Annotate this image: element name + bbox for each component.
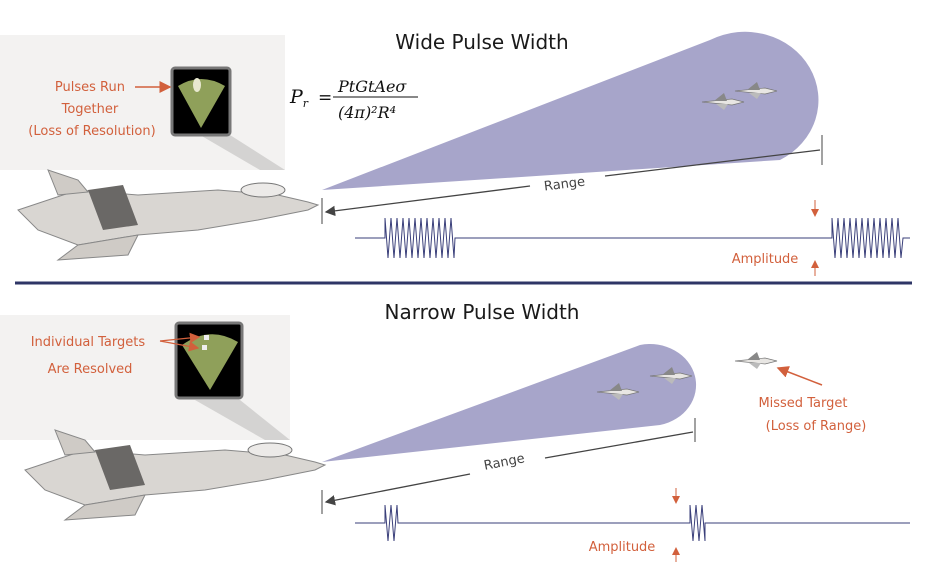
top-range-label: Range — [543, 175, 586, 195]
top-radar-display — [170, 66, 232, 137]
missed-target-plane — [734, 351, 778, 370]
radar-equation: Pr = PtGtAeσ (4π)²R⁴ — [289, 77, 418, 122]
top-title: Wide Pulse Width — [395, 30, 568, 54]
svg-text:=: = — [318, 88, 332, 108]
svg-text:PtGtAeσ: PtGtAeσ — [337, 77, 407, 96]
missed-target-arrow — [776, 366, 823, 386]
bottom-note: Individual Targets Are Resolved — [31, 335, 150, 377]
range-arrow — [544, 431, 694, 459]
top-fighter-jet — [17, 169, 319, 261]
pulse-waveform — [355, 504, 910, 542]
bottom-radar-beam — [322, 344, 697, 462]
svg-text:(4π)²R⁴: (4π)²R⁴ — [338, 103, 396, 122]
targets-arrow — [159, 332, 201, 344]
bottom-title: Narrow Pulse Width — [385, 300, 580, 324]
range-arrow — [324, 185, 531, 217]
range-arrow — [324, 473, 471, 506]
bottom-amplitude-label: Amplitude — [589, 540, 656, 555]
bottom-range-label: Range — [483, 451, 526, 474]
bottom-inset-projection — [195, 400, 290, 440]
targets-arrow — [159, 340, 200, 352]
top-radar-beam — [322, 31, 819, 190]
bottom-fighter-jet — [24, 429, 326, 521]
svg-text:Pr: Pr — [289, 86, 309, 110]
pulse-waveform — [355, 217, 910, 259]
bottom-radar-display — [174, 321, 244, 400]
top-pulse-train — [355, 217, 910, 259]
missed-target-note: Missed Target (Loss of Range) — [758, 396, 866, 434]
top-note: Pulses Run Together (Loss of Resolution) — [28, 80, 155, 139]
top-amplitude-label: Amplitude — [732, 252, 799, 267]
bottom-pulse-train — [355, 504, 910, 542]
range-arrow — [604, 149, 821, 177]
top-inset-projection — [200, 135, 285, 170]
